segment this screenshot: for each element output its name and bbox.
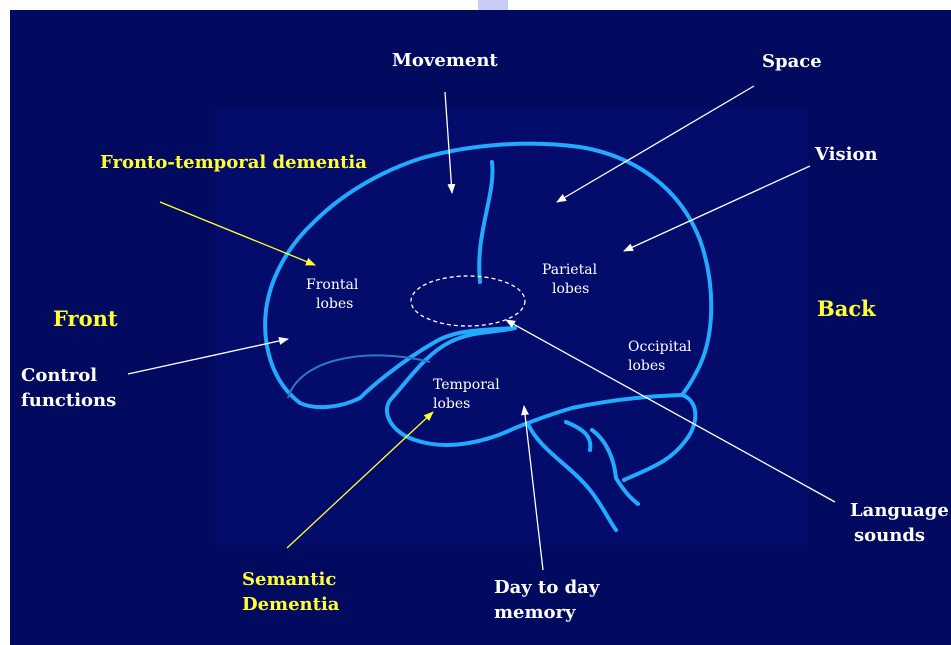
semantic-dementia-label: Semantic Dementia [242,567,339,617]
arrow-control [128,339,288,374]
occipital-lobes-label: Occipital lobes [628,338,692,376]
arrow-fronto-temporal [160,202,315,265]
parietal-lobes-label: Parietal lobes [542,261,597,299]
back-label: Back [817,296,876,321]
front-label: Front [53,306,118,331]
day-to-day-memory-label: Day to day memory [494,575,599,625]
top-tab-marker [478,0,508,10]
language-sounds-label: Language sounds [850,498,949,548]
arrow-movement [445,92,452,193]
diagram-slide: Frontal lobes Parietal lobes Occipital l… [10,10,951,645]
central-sulcus [479,162,492,282]
fronto-temporal-dementia-label: Fronto-temporal dementia [100,150,367,175]
control-functions-label: Control functions [21,363,116,413]
frontal-lobes-label: Frontal lobes [306,276,358,314]
arrow-semantic [287,412,433,548]
movement-label: Movement [392,48,498,73]
temporal-lobes-label: Temporal lobes [433,376,500,414]
brain-diagram [10,10,951,645]
language-area-oval [411,276,525,326]
vision-label: Vision [815,142,878,167]
arrow-space [557,86,754,202]
space-label: Space [762,49,822,74]
